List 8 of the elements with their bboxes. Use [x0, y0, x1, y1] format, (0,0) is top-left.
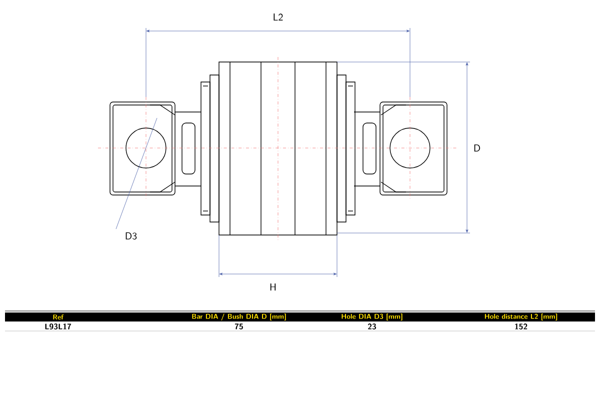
- dimension-label: D3: [126, 232, 137, 240]
- table-cell: 152: [515, 324, 528, 330]
- table-cell: L93L17: [45, 324, 72, 330]
- table-cell: 23: [368, 324, 376, 330]
- table-cell: 75: [234, 324, 243, 330]
- dimension-label: D: [474, 144, 480, 152]
- dimension-label: H: [270, 284, 276, 290]
- dimension-label: L2: [274, 14, 283, 20]
